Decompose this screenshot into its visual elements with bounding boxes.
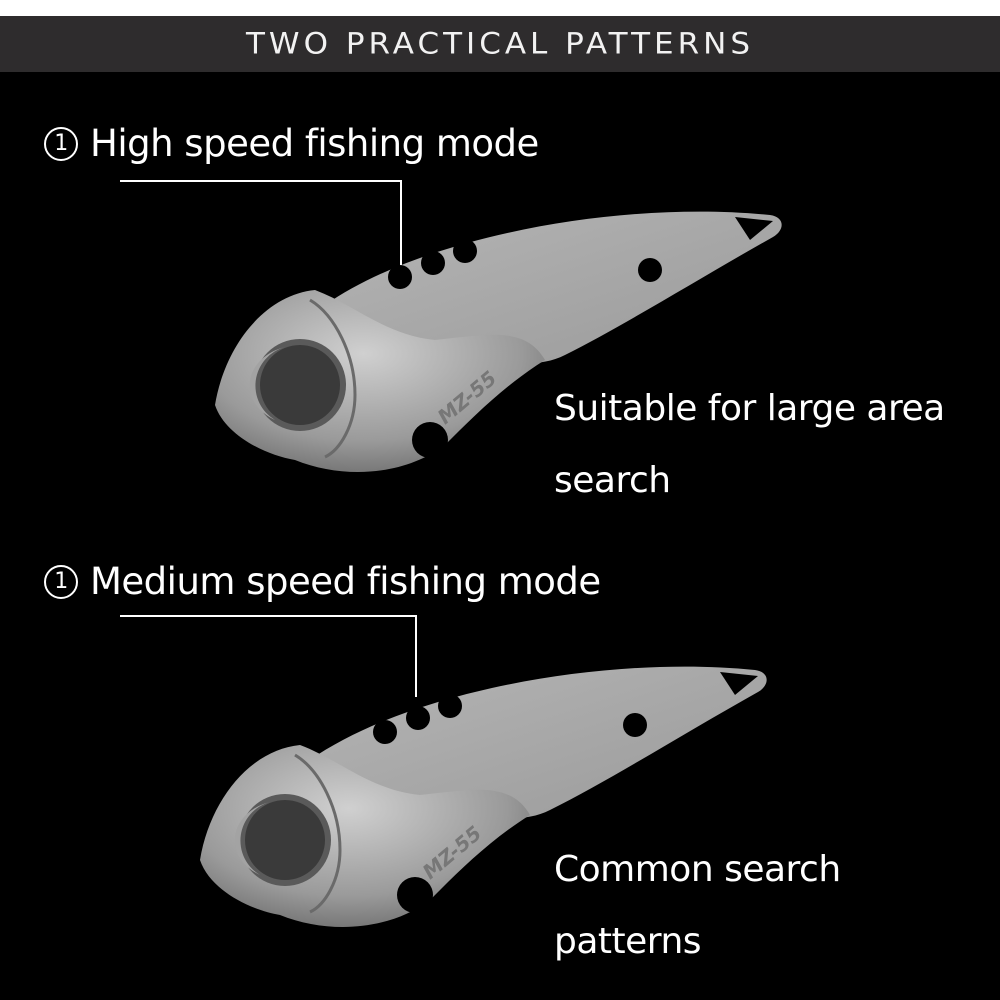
lure-image-medium-speed: MZ-55 [200, 666, 767, 927]
pattern-2-heading-text: Medium speed fishing mode [90, 560, 601, 603]
pattern-2-description-line-2: patterns [554, 921, 702, 962]
top-white-strip [0, 0, 1000, 16]
pattern-2-description: Common search patterns [554, 834, 841, 978]
pattern-1-description-line-2: search [554, 460, 671, 501]
lure-image-high-speed: MZ-55 [215, 211, 782, 472]
pattern-2-leader-line [120, 615, 417, 697]
pattern-1-heading: 1 High speed fishing mode [44, 122, 539, 165]
pattern-1-description-line-1: Suitable for large area [554, 388, 945, 429]
circled-number-icon: 1 [44, 564, 78, 599]
title-banner: TWO PRACTICAL PATTERNS [0, 16, 1000, 72]
pattern-2-heading: 1 Medium speed fishing mode [44, 560, 601, 603]
pattern-2-description-line-1: Common search [554, 849, 841, 890]
pattern-1-leader-line [120, 180, 402, 272]
banner-title: TWO PRACTICAL PATTERNS [245, 26, 754, 62]
circled-number-icon: 1 [44, 126, 78, 161]
pattern-1-heading-text: High speed fishing mode [90, 122, 539, 165]
pattern-1-description: Suitable for large area search [554, 373, 945, 517]
